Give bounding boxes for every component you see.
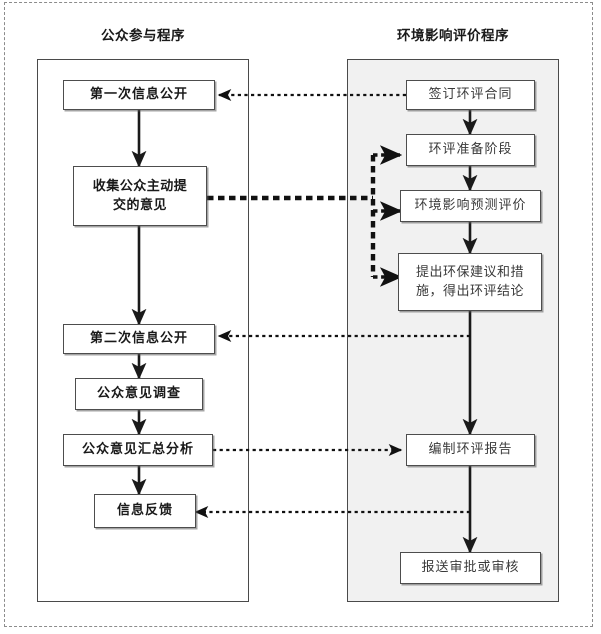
column-title-left: 公众参与程序	[101, 28, 185, 44]
node-compile-eia-report[interactable]: 编制环评报告	[406, 434, 535, 466]
node-propose-measures-conclusion[interactable]: 提出环保建议和措 施，得出环评结论	[398, 253, 542, 311]
node-submit-for-approval[interactable]: 报送审批或审核	[400, 552, 541, 584]
node-sign-eia-contract[interactable]: 签订环评合同	[406, 80, 535, 110]
node-eia-preparation-stage[interactable]: 环评准备阶段	[406, 134, 535, 166]
node-public-opinion-analysis[interactable]: 公众意见汇总分析	[63, 434, 213, 466]
node-information-feedback[interactable]: 信息反馈	[94, 494, 196, 528]
node-propose-measures-conclusion-line1: 提出环保建议和措	[415, 264, 524, 280]
node-first-information-disclosure[interactable]: 第一次信息公开	[63, 80, 215, 110]
node-public-opinion-survey[interactable]: 公众意见调查	[75, 378, 203, 410]
column-title-right: 环境影响评价程序	[397, 28, 509, 44]
node-collect-public-opinions-line1: 收集公众主动提	[92, 178, 188, 194]
node-propose-measures-conclusion-line2: 施，得出环评结论	[415, 284, 524, 299]
node-environmental-impact-prediction[interactable]: 环境影响预测评价	[400, 190, 541, 222]
node-collect-public-opinions[interactable]: 收集公众主动提 交的意见	[73, 166, 207, 226]
node-second-information-disclosure[interactable]: 第二次信息公开	[63, 324, 215, 354]
node-collect-public-opinions-line2: 交的意见	[112, 198, 167, 213]
